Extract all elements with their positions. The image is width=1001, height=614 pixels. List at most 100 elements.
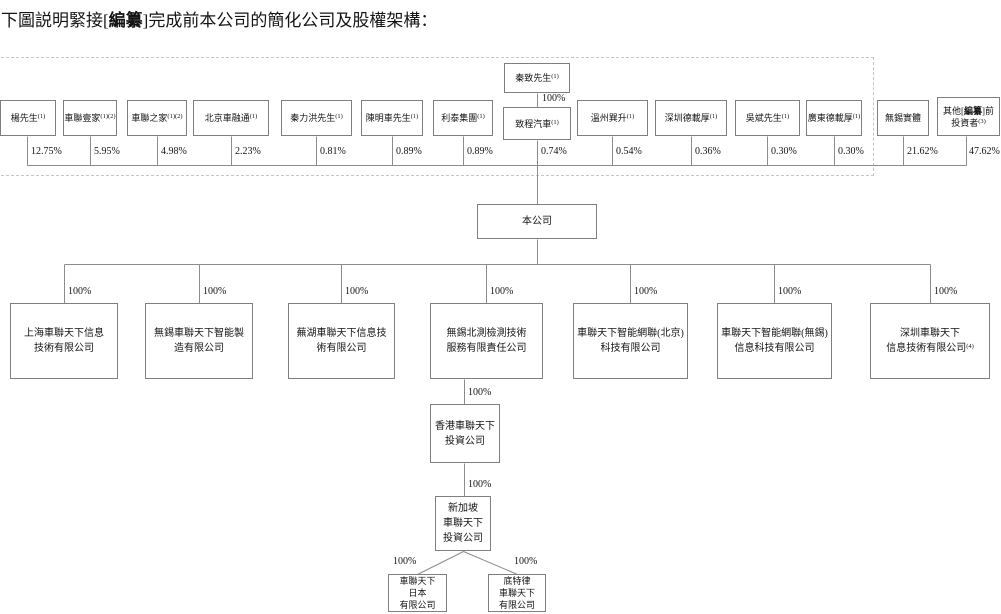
footnote-marker: (1)	[626, 113, 635, 120]
footnote-marker: (1)	[410, 113, 419, 120]
org-node-beijing-cherongtong: 北京車融通(1)	[193, 100, 269, 136]
org-node-label-line: 服務有限責任公司	[446, 343, 527, 354]
org-node-label-line: 其他[編纂]前	[942, 105, 995, 116]
org-node-label-line: 楊先生(1)	[10, 113, 46, 123]
org-node-label-line: 造有限公司	[174, 343, 224, 354]
org-node-sub-shenzhen: 深圳車聯天下信息技術有限公司(4)	[870, 303, 990, 379]
pre-ipo-shareholders-group-outline	[0, 57, 874, 176]
org-node-label-line: 無錫車聯天下智能製	[154, 328, 244, 339]
ownership-pct-qin-zhi: 100%	[542, 93, 566, 104]
ownership-pct-yang: 12.75%	[31, 146, 62, 157]
org-node-label-line: 車聯天下	[443, 518, 483, 529]
ownership-pct-other-investors: 47.62%	[969, 146, 1000, 157]
org-node-label-line: 吳斌先生(1)	[745, 113, 790, 123]
org-node-label-line: 秦致先生(1)	[515, 73, 559, 83]
org-node-sg-invest: 新加坡車聯天下投資公司	[435, 496, 491, 551]
org-node-qin-lihong: 秦力洪先生(1)	[281, 100, 352, 136]
org-node-label-line: 有限公司	[399, 600, 436, 610]
ownership-pct-sg-invest: 100%	[468, 479, 492, 490]
org-node-label-line: 車聯之家(1)(2)	[131, 113, 183, 123]
footnote-marker: (1)(2)	[167, 113, 183, 120]
org-node-label-line: 投資公司	[445, 435, 485, 447]
org-node-wenzhou-xunsheng: 溫州巽升(1)	[577, 100, 648, 136]
org-node-chelian-yijia: 車聯壹家(1)(2)	[63, 100, 117, 136]
ownership-pct-wu-bin: 0.30%	[771, 146, 797, 157]
org-node-japan-sub: 車聯天下日本有限公司	[388, 574, 447, 612]
org-node-label-line: 本公司	[522, 216, 552, 227]
org-node-label-line: 技術有限公司	[34, 343, 94, 354]
ownership-pct-shenzhen-dezaihou: 0.36%	[695, 146, 721, 157]
footnote-marker: (3)	[978, 117, 986, 125]
footnote-marker: (1)	[477, 113, 485, 120]
org-node-wuxi-entity: 無錫實體	[877, 100, 929, 136]
org-node-label-line: 溫州巽升(1)	[590, 113, 635, 123]
org-node-label-line: 無錫實體	[884, 113, 921, 123]
ownership-pct-qin-lihong: 0.81%	[320, 146, 346, 157]
org-node-litai-group: 利泰集團(1)	[433, 100, 493, 136]
org-node-label-line: 車聯天下智能網聯(無錫)	[721, 328, 828, 339]
org-node-label-line: 陳明車先生(1)	[365, 113, 419, 123]
org-node-label-line: 致程汽車(1)	[515, 118, 559, 129]
ownership-pct-sub-beijing-tech: 100%	[634, 286, 658, 297]
footnote-marker: (1)	[781, 113, 790, 120]
org-node-label-line: 上海車聯天下信息	[24, 328, 104, 339]
org-node-label-line: 新加坡	[448, 503, 478, 514]
ownership-pct-chelian-yijia: 5.95%	[94, 146, 120, 157]
ownership-pct-sub-wuxi-beice: 100%	[490, 286, 514, 297]
org-node-label-line: 投資公司	[443, 533, 483, 544]
org-node-chen-mingche: 陳明車先生(1)	[361, 100, 423, 136]
org-node-label-line: 科技有限公司	[600, 343, 661, 354]
org-node-shenzhen-dezaihou: 深圳德載厚(1)	[655, 100, 727, 136]
org-node-label-line: 車聯壹家(1)(2)	[64, 113, 116, 123]
redacted-term: 編纂	[963, 105, 982, 116]
org-node-sub-wuxi-mfg: 無錫車聯天下智能製造有限公司	[145, 303, 253, 379]
ownership-pct-wuxi-entity: 21.62%	[907, 146, 938, 157]
ownership-pct-sub-wuxi-mfg: 100%	[203, 286, 227, 297]
org-node-label-line: 深圳德載厚(1)	[664, 113, 718, 123]
footnote-marker: (1)	[709, 113, 718, 120]
org-node-yang: 楊先生(1)	[0, 100, 56, 136]
footnote-marker: (1)	[551, 118, 559, 126]
ownership-pct-hk-invest: 100%	[468, 387, 492, 398]
ownership-pct-japan-sub: 100%	[393, 556, 417, 567]
ownership-pct-chen-mingche: 0.89%	[396, 146, 422, 157]
ownership-pct-zhicheng-auto: 0.74%	[541, 146, 567, 157]
org-node-wu-bin: 吳斌先生(1)	[735, 100, 800, 136]
org-node-sub-beijing-tech: 車聯天下智能網聯(北京)科技有限公司	[573, 303, 688, 379]
footnote-marker: (1)	[551, 73, 559, 80]
org-node-label-line: 北京車融通(1)	[204, 113, 258, 123]
org-node-label-line: 深圳車聯天下	[900, 328, 960, 339]
caption-redacted-term: 編纂	[108, 11, 143, 30]
org-node-company: 本公司	[477, 204, 597, 239]
org-node-hk-invest: 香港車聯天下投資公司	[430, 404, 500, 463]
footnote-marker: (1)(2)	[100, 113, 116, 120]
org-node-label-line: 蕪湖車聯天下信息技	[296, 328, 387, 339]
org-node-guangdong-dezaihou: 廣東德載厚(1)	[806, 100, 862, 136]
org-node-sub-wuxi-info: 車聯天下智能網聯(無錫) 信息科技有限公司	[717, 303, 832, 379]
org-node-zhicheng-auto: 致程汽車(1)	[503, 107, 571, 140]
org-node-label-line: 香港車聯天下	[435, 420, 495, 432]
ownership-pct-sub-shenzhen: 100%	[934, 286, 958, 297]
org-node-label-line: 秦力洪先生(1)	[290, 113, 343, 123]
org-node-sub-shanghai: 上海車聯天下信息技術有限公司	[10, 303, 118, 379]
org-node-label-line: 日本	[408, 588, 427, 598]
org-node-label-line: 無錫北測檢測技術	[446, 328, 527, 339]
ownership-pct-chelian-zhijia: 4.98%	[161, 146, 187, 157]
org-node-label-line: 投資者(3)	[951, 117, 986, 128]
org-node-label-line: 底特律	[503, 576, 531, 586]
footnote-marker: (1)	[852, 113, 861, 120]
ownership-pct-sub-shanghai: 100%	[68, 286, 92, 297]
org-node-sub-wuhu: 蕪湖車聯天下信息技術有限公司	[288, 303, 395, 379]
footnote-marker: (1)	[249, 113, 258, 120]
ownership-pct-sub-wuhu: 100%	[345, 286, 369, 297]
org-node-label-line: 信息科技有限公司	[734, 343, 815, 354]
footnote-marker: (1)	[335, 113, 343, 120]
org-node-chelian-zhijia: 車聯之家(1)(2)	[127, 100, 187, 136]
footnote-marker: (4)	[966, 343, 974, 350]
diagram-caption: 下圖説明緊接[編纂]完成前本公司的簡化公司及股權架構：	[1, 6, 437, 31]
org-node-qin-zhi: 秦致先生(1)	[504, 63, 570, 93]
ownership-pct-detroit-sub: 100%	[514, 556, 538, 567]
ownership-pct-beijing-cherongtong: 2.23%	[235, 146, 261, 157]
caption-prefix: 下圖説明緊接[	[1, 11, 109, 30]
